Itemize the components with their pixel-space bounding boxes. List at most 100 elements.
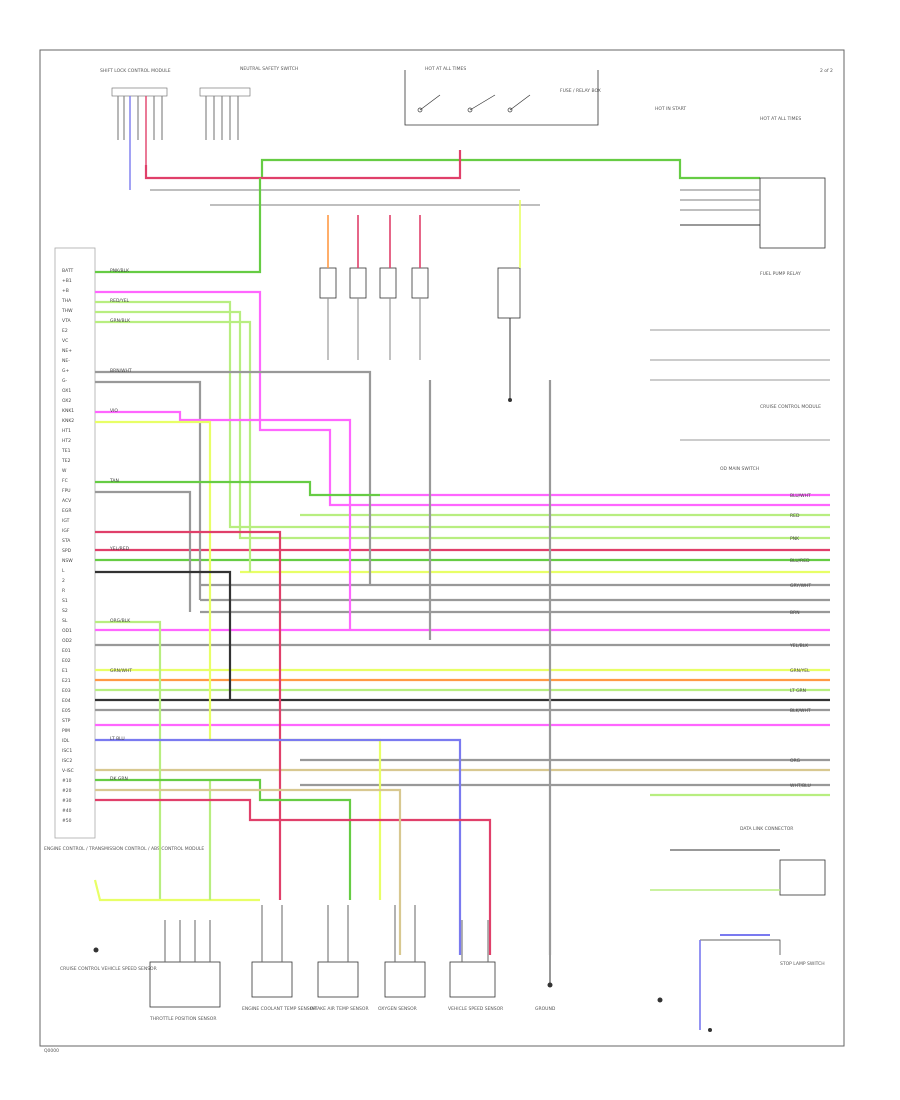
- ecu-pin: THA: [61, 298, 72, 304]
- ecu-pin: FC: [62, 478, 68, 484]
- wire-label: DK GRN: [110, 776, 128, 782]
- stop-lamp-label: STOP LAMP SWITCH: [780, 961, 825, 967]
- ecu-pin: E04: [62, 698, 71, 704]
- ecu-pin: THW: [61, 308, 73, 314]
- wire-label: WHT/BLU: [790, 783, 811, 789]
- iat-label: INTAKE AIR TEMP SENSOR: [310, 1006, 369, 1012]
- wire-label: TAN: [109, 478, 119, 484]
- ect-label: ENGINE COOLANT TEMP SENSOR: [242, 1006, 316, 1012]
- data-link-connector: DATA LINK CONNECTOR: [650, 826, 826, 896]
- cruise-module-right: CRUISE CONTROL MODULE OD MAIN SWITCH: [680, 404, 830, 472]
- ecu-pin: +B: [62, 288, 69, 294]
- ecu-left-harness: [95, 178, 462, 955]
- ecu-pin: FPU: [62, 488, 71, 494]
- main-harness: [95, 493, 830, 797]
- wire-label: PNK/BLK: [110, 268, 130, 274]
- ecu-pin: R: [62, 588, 65, 594]
- bottom-component-ground: GROUND: [535, 955, 556, 1012]
- wire-label: BRN: [790, 610, 800, 616]
- wire-label: LT BLU: [110, 736, 125, 742]
- ecu-pin: S2: [62, 608, 68, 614]
- ecu-pin: G+: [62, 368, 69, 374]
- ecu-pin: ISC1: [62, 748, 72, 754]
- wire-label: RED/YEL: [110, 298, 130, 304]
- ecu-pin: E1: [62, 668, 68, 674]
- ecu-pin: STA: [62, 538, 71, 544]
- top-left-connector: SHIFT LOCK CONTROL MODULE: [100, 68, 171, 190]
- ecu-pin: BATT: [62, 268, 73, 274]
- wire-label: YEL/RED: [109, 546, 130, 552]
- ecu-pin: IGF: [62, 528, 70, 534]
- neutral-safety-label: NEUTRAL SAFETY SWITCH: [240, 66, 298, 72]
- ecu-pin: IGT: [62, 518, 70, 524]
- wire-label: LT GRN: [790, 688, 806, 694]
- dlc-label: DATA LINK CONNECTOR: [740, 826, 793, 832]
- ecu-pin: HT2: [62, 438, 71, 444]
- od-main-label: OD MAIN SWITCH: [720, 466, 759, 472]
- ecu-pin: V-ISC: [62, 768, 74, 774]
- ecu-pin: #20: [62, 788, 72, 794]
- hot-in-start-label: HOT IN START: [655, 106, 686, 112]
- ecu-wire-labels: PNK/BLK RED/YEL GRN/BLK BRN/WHT VIO TAN …: [109, 268, 132, 782]
- bottom-component-o2: OXYGEN SENSOR: [378, 905, 426, 1012]
- cruise-vss-label: CRUISE CONTROL VEHICLE SPEED SENSOR: [60, 966, 157, 972]
- ecu-pin: NE-: [62, 358, 70, 364]
- fuse-relay-box-label: FUSE / RELAY BOX: [560, 88, 601, 94]
- ecu-pin: 2: [62, 578, 65, 584]
- wire-label: VIO: [110, 408, 118, 414]
- ecu-pin: VC: [62, 338, 68, 344]
- wire-label: BLK/WHT: [790, 708, 811, 714]
- right-wire-labels: BLU/WHT RED PNK BLU/RED GRY/WHT BRN YEL/…: [789, 493, 811, 789]
- ecu-pin: ACV: [62, 498, 72, 504]
- diagram-frame: [39, 49, 845, 1047]
- ecu-pin: L: [62, 568, 65, 574]
- bottom-component-cruise-vss: CRUISE CONTROL VEHICLE SPEED SENSOR: [60, 947, 157, 972]
- ecu-pin: E05: [62, 708, 71, 714]
- ecu-pin: +B1: [62, 278, 72, 284]
- right-top-component: HOT AT ALL TIMES: [680, 116, 826, 249]
- tps-label: THROTTLE POSITION SENSOR: [149, 1016, 216, 1022]
- ignition-switch-area: HOT AT ALL TIMES FUSE / RELAY BOX HOT IN…: [404, 66, 686, 126]
- bottom-component-ect: ENGINE COOLANT TEMP SENSOR: [242, 905, 316, 1012]
- ecu-pin: #10: [62, 778, 72, 784]
- wire-label: GRN/BLK: [110, 318, 131, 324]
- ecu-pin: KNK2: [62, 418, 74, 424]
- ecu-pin: STP: [62, 718, 71, 724]
- fuel-pump-relay: FUEL PUMP RELAY: [650, 271, 830, 381]
- ecu-pin: E01: [62, 648, 71, 654]
- wire-label: GRN/WHT: [110, 668, 132, 674]
- ecu-pin: E2: [62, 328, 68, 334]
- wire-label: BRN/WHT: [110, 368, 132, 374]
- ecu-outline: [54, 247, 96, 839]
- ecu-label: ENGINE CONTROL / TRANSMISSION CONTROL / …: [44, 846, 204, 852]
- ecu-pin: E21: [62, 678, 71, 684]
- ecu-pin: OD1: [62, 628, 72, 634]
- ecu-pin: OX1: [62, 388, 71, 394]
- wire-label: RED: [790, 513, 800, 519]
- stop-lamp-switch: STOP LAMP SWITCH: [657, 934, 825, 1032]
- ecu-pin-labels: BATT +B1 +B THA THW VTA E2 VC NE+ NE- G+…: [61, 268, 74, 824]
- bottom-component-tps: THROTTLE POSITION SENSOR: [149, 920, 221, 1022]
- ecu-pin: #30: [62, 798, 72, 804]
- ecu-pin: HT1: [62, 428, 71, 434]
- wire-label: YEL/BLK: [789, 643, 809, 649]
- relay-block: [319, 215, 429, 360]
- wire-label: PNK: [790, 536, 800, 542]
- ecu-pin: SL: [62, 618, 68, 624]
- ecu-pin: S1: [62, 598, 68, 604]
- top-harness: [144, 150, 760, 206]
- ecu-pin: OD2: [62, 638, 72, 644]
- wire-label: BLU/RED: [790, 558, 810, 564]
- ecu-pin: EGR: [62, 508, 71, 514]
- right-hot-label: HOT AT ALL TIMES: [760, 116, 801, 122]
- hot-at-all-times-label: HOT AT ALL TIMES: [425, 66, 466, 72]
- ecu-pin: OX2: [62, 398, 71, 404]
- ecu-pin: ISC2: [62, 758, 72, 764]
- ecu-pin: #40: [62, 808, 72, 814]
- wire-label: GRN/YEL: [790, 668, 810, 674]
- wire-label: ORG: [790, 758, 801, 764]
- wire-label: BLU/WHT: [790, 493, 811, 499]
- bottom-component-vss: VEHICLE SPEED SENSOR: [448, 920, 503, 1012]
- ecu-pin: NSW: [62, 558, 73, 564]
- cruise-module-label: CRUISE CONTROL MODULE: [760, 404, 821, 410]
